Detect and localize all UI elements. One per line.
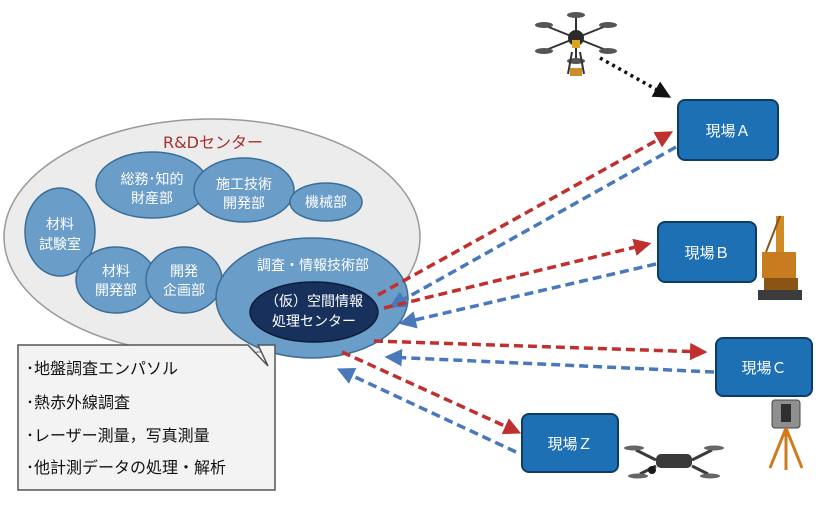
site-b-label: 現場Ｂ xyxy=(684,244,729,262)
laser-scanner-icon xyxy=(768,399,804,470)
arrow-to-site-b xyxy=(383,238,652,310)
rd-center-title: R&Dセンター xyxy=(163,133,263,152)
kukan-center-line1: （仮）空間情報 xyxy=(265,294,363,310)
arrow-to-site-z xyxy=(341,350,522,435)
arrow-from-site-a xyxy=(388,145,677,308)
site-a-box: 現場Ａ xyxy=(677,99,779,161)
dept-chousa-label: 調査・情報技術部 xyxy=(257,258,369,274)
callout-item-3: ･レーザー測量，写真測量 xyxy=(26,426,210,445)
callout-box xyxy=(17,344,276,491)
arrow-from-site-c xyxy=(384,348,715,374)
drilling-rig-icon xyxy=(758,215,802,300)
arrow-from-site-b xyxy=(398,262,657,329)
kukan-center-oval xyxy=(249,281,379,343)
dept-kikai-label: 機械部 xyxy=(305,195,347,211)
dept-zairyo-kaihatsu: 材料 開発部 xyxy=(75,246,157,314)
arrow-to-site-c xyxy=(373,339,708,361)
dept-sekou-line2: 開発部 xyxy=(223,196,265,212)
drone-quadcopter-icon xyxy=(624,445,724,479)
callout-item-4: ･他計測データの処理・解析 xyxy=(26,458,226,477)
site-c-box: 現場Ｃ xyxy=(715,337,813,397)
dept-soumu-line2: 財産部 xyxy=(131,191,173,207)
dept-kaihatsu-kikaku: 開発 企画部 xyxy=(145,246,223,314)
dept-chousa: 調査・情報技術部 （仮）空間情報 処理センター xyxy=(215,237,409,359)
site-z-box: 現場Ｚ xyxy=(521,413,619,473)
dept-zairyo-shiken-line1: 材料 xyxy=(46,217,74,233)
arrow-from-site-z xyxy=(336,367,517,454)
site-b-box: 現場Ｂ xyxy=(657,221,757,283)
site-a-label: 現場Ａ xyxy=(705,122,750,140)
dept-kikai: 機械部 xyxy=(289,182,363,222)
callout-item-2: ･熱赤外線調査 xyxy=(26,393,130,412)
dept-sekou: 施工技術 開発部 xyxy=(193,157,295,223)
dept-soumu: 総務･知的 財産部 xyxy=(95,151,209,219)
dept-soumu-line1: 総務･知的 xyxy=(121,171,184,188)
callout-item-1: ･地盤調査エンパソル xyxy=(26,359,178,378)
arrow-drone-to-site-a xyxy=(599,56,672,98)
dept-zairyo-shiken: 材料 試験室 xyxy=(24,187,96,277)
dept-kaihatsu-kikaku-line1: 開発 xyxy=(170,264,198,280)
dept-zairyo-kaihatsu-line1: 材料 xyxy=(102,264,130,280)
drone-hexacopter-icon xyxy=(535,12,617,76)
site-c-label: 現場Ｃ xyxy=(741,359,786,377)
site-z-label: 現場Ｚ xyxy=(547,435,592,453)
dept-sekou-line1: 施工技術 xyxy=(216,177,272,193)
dept-zairyo-shiken-line2: 試験室 xyxy=(39,236,81,253)
kukan-center-line2: 処理センター xyxy=(272,314,356,330)
dept-zairyo-kaihatsu-line2: 開発部 xyxy=(95,283,137,299)
dept-kaihatsu-kikaku-line2: 企画部 xyxy=(163,282,205,299)
